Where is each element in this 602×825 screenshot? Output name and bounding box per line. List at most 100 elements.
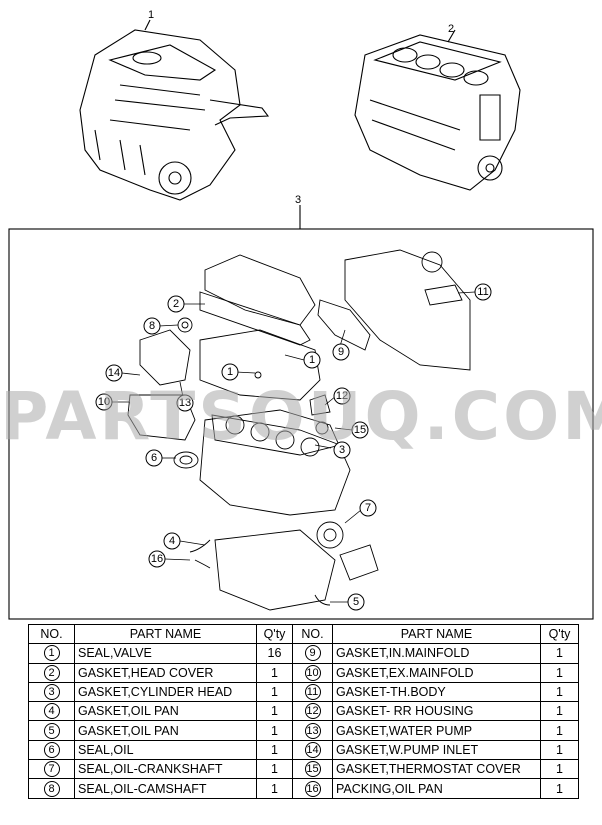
part-qty-cell: 1 <box>540 720 579 741</box>
part-qty-cell: 1 <box>256 720 293 741</box>
part-number-cell: 3 <box>28 681 75 703</box>
svg-text:1: 1 <box>309 354 315 366</box>
part-qty: 1 <box>271 742 278 757</box>
svg-text:16: 16 <box>151 553 163 565</box>
callout-5: 5 <box>347 593 365 611</box>
header-qty: Q'ty <box>256 623 293 645</box>
part-name: SEAL,VALVE <box>78 646 152 661</box>
part-qty: 16 <box>267 646 282 661</box>
part-qty-cell: 1 <box>540 662 579 683</box>
part-number: 3 <box>43 684 60 701</box>
part-name: GASKET,OIL PAN <box>78 723 179 738</box>
svg-text:3: 3 <box>339 444 345 456</box>
part-qty-cell: 1 <box>540 643 579 664</box>
part-qty: 1 <box>271 685 278 700</box>
part-number-cell: 15 <box>292 759 333 780</box>
part-number: 8 <box>43 780 60 797</box>
part-number-cell: 4 <box>28 701 75 722</box>
svg-text:13: 13 <box>179 397 191 409</box>
part-qty: 1 <box>556 723 563 738</box>
part-number-cell: 6 <box>28 739 75 761</box>
callout-11: 11 <box>474 283 492 301</box>
part-qty-cell: 16 <box>256 643 293 664</box>
part-name-cell: SEAL,OIL <box>74 739 257 761</box>
part-number: 1 <box>43 645 60 662</box>
part-name: SEAL,OIL-CAMSHAFT <box>78 781 207 796</box>
part-name-cell: GASKET,W.PUMP INLET <box>332 739 541 761</box>
part-number: 15 <box>304 761 321 778</box>
header-qty: Q'ty <box>540 623 579 645</box>
svg-text:5: 5 <box>353 596 359 608</box>
part-name: GASKET,WATER PUMP <box>336 723 473 738</box>
callout-8: 8 <box>143 317 161 335</box>
callout-16: 16 <box>148 550 166 568</box>
part-qty: 1 <box>271 704 278 719</box>
part-number-cell: 14 <box>292 739 333 761</box>
part-name: GASKET,OIL PAN <box>78 704 179 719</box>
part-name: GASKET- RR HOUSING <box>336 704 474 719</box>
part-qty-cell: 1 <box>540 778 579 799</box>
part-qty-cell: 1 <box>256 681 293 703</box>
part-number-cell: 5 <box>28 720 75 741</box>
callout-6: 6 <box>145 449 163 467</box>
svg-text:6: 6 <box>151 452 157 464</box>
svg-text:4: 4 <box>169 535 175 547</box>
part-name: SEAL,OIL <box>78 742 134 757</box>
part-number: 2 <box>43 664 60 681</box>
part-name-cell: GASKET,IN.MAINFOLD <box>332 643 541 664</box>
part-qty: 1 <box>556 685 563 700</box>
part-number: 5 <box>43 722 60 739</box>
callout-14: 14 <box>105 364 123 382</box>
callout-1b: 1 <box>221 363 239 381</box>
part-number: 14 <box>304 741 321 758</box>
part-qty-cell: 1 <box>540 759 579 780</box>
svg-text:7: 7 <box>365 502 371 514</box>
part-name: GASKET,HEAD COVER <box>78 665 214 680</box>
svg-text:1: 1 <box>227 366 233 378</box>
part-number-cell: 11 <box>292 681 333 703</box>
part-number: 13 <box>304 722 321 739</box>
callout-10: 10 <box>95 393 113 411</box>
part-name: GASKET-TH.BODY <box>336 685 446 700</box>
part-number: 9 <box>304 645 321 662</box>
svg-text:8: 8 <box>149 320 155 332</box>
part-number: 11 <box>304 684 321 701</box>
callout-7: 7 <box>359 499 377 517</box>
part-name-cell: SEAL,OIL-CRANKSHAFT <box>74 759 257 780</box>
part-name-cell: GASKET,THERMOSTAT COVER <box>332 759 541 780</box>
part-name-cell: GASKET- RR HOUSING <box>332 701 541 722</box>
callout-9: 9 <box>332 343 350 361</box>
part-name-cell: SEAL,VALVE <box>74 643 257 664</box>
part-number-cell: 10 <box>292 662 333 683</box>
part-name-cell: GASKET,HEAD COVER <box>74 662 257 683</box>
part-name-cell: GASKET,OIL PAN <box>74 720 257 741</box>
gasket-kit-drawing <box>127 249 471 611</box>
callout-1a: 1 <box>303 351 321 369</box>
svg-text:2: 2 <box>173 298 179 310</box>
part-qty: 1 <box>556 704 563 719</box>
header-no: NO. <box>292 623 333 645</box>
svg-text:9: 9 <box>338 346 344 358</box>
table-header-row: NO. PART NAME Q'ty NO. PART NAME Q'ty <box>28 623 579 645</box>
part-number-cell: 16 <box>292 778 333 799</box>
part-number-cell: 7 <box>28 759 75 780</box>
part-number-cell: 9 <box>292 643 333 664</box>
part-qty-cell: 1 <box>256 701 293 722</box>
svg-text:15: 15 <box>354 424 366 436</box>
part-name: SEAL,OIL-CRANKSHAFT <box>78 762 223 777</box>
part-number-cell: 12 <box>292 701 333 722</box>
part-name-cell: GASKET-TH.BODY <box>332 681 541 703</box>
part-name: GASKET,W.PUMP INLET <box>336 742 479 757</box>
part-qty: 1 <box>271 665 278 680</box>
part-qty-cell: 1 <box>256 778 293 799</box>
part-number-cell: 8 <box>28 778 75 799</box>
part-qty-cell: 1 <box>540 739 579 761</box>
part-name-cell: SEAL,OIL-CAMSHAFT <box>74 778 257 799</box>
